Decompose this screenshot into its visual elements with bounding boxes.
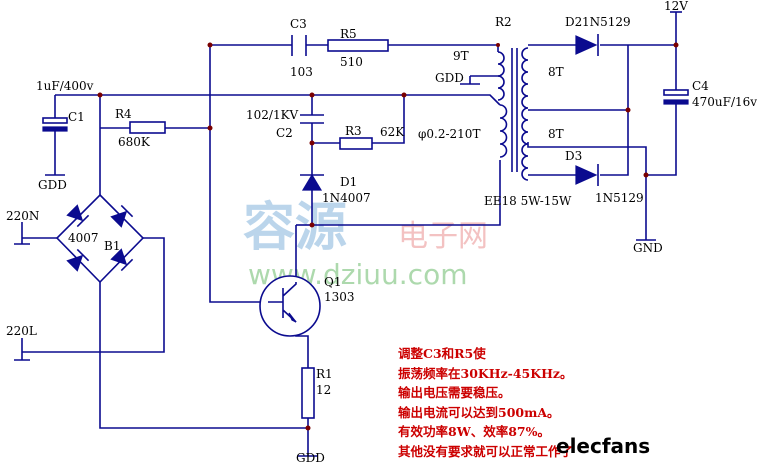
capacitor-c4 [663, 89, 689, 105]
note-line: 其他没有要求就可以正常工作了 [398, 443, 574, 459]
ac-terminals [14, 243, 30, 361]
label-r1-value: 12 [316, 383, 331, 397]
label-d2-value: 1N5129 [582, 15, 631, 29]
capacitor-c2 [300, 114, 324, 124]
label-d1: D1 [340, 175, 357, 189]
label-9t: 9T [453, 49, 469, 63]
label-c4: C4 [692, 79, 709, 93]
note-line: 调整C3和R5使 [398, 346, 486, 361]
label-r5-value: 510 [340, 55, 363, 69]
label-bridge-part: 4007 [68, 231, 99, 245]
labels: C3 103 R5 510 R2 D2 1N5129 12V 9T GDD 8T… [6, 0, 757, 465]
label-q1-value: 1303 [324, 290, 355, 304]
label-r5: R5 [340, 27, 357, 41]
note-line: 输出电流可以达到500mA。 [398, 404, 560, 420]
label-c2: C2 [276, 126, 293, 140]
capacitor-c1 [42, 117, 68, 132]
resistor-r4 [129, 121, 166, 134]
watermark-cn-big: 容源 [243, 198, 347, 258]
label-r1: R1 [316, 367, 333, 381]
label-r4: R4 [115, 107, 132, 121]
label-gnd: GND [633, 241, 663, 255]
ground-gdd-top [460, 76, 480, 85]
label-d1-value: 1N4007 [322, 191, 371, 205]
design-notes: 调整C3和R5使 振荡频率在30KHz-45KHz。 输出电压需要稳压。 输出电… [398, 344, 573, 461]
resistor-r3 [339, 137, 373, 150]
label-c4-value: 470uF/16v [692, 95, 757, 109]
label-q1: Q1 [324, 275, 341, 289]
note-line: 有效功率8W、效率87%。 [398, 424, 551, 439]
resistor-r1 [301, 367, 315, 419]
label-r3-value: 62K [380, 125, 405, 139]
label-r2: R2 [495, 15, 512, 29]
diode-d2 [575, 34, 599, 56]
label-d3: D3 [565, 149, 582, 163]
wires [21, 12, 677, 456]
label-gdd-c1: GDD [38, 178, 67, 192]
label-r4-value: 680K [118, 135, 151, 149]
diode-d3 [575, 164, 599, 186]
capacitor-c3 [291, 35, 307, 56]
label-c1-value: 1uF/400v [36, 79, 94, 93]
label-core: EE18 5W-15W [484, 194, 572, 208]
label-c3: C3 [290, 17, 307, 31]
diode-d1 [300, 173, 324, 191]
label-8t-upper: 8T [548, 65, 564, 79]
label-d3-value: 1N5129 [595, 191, 644, 205]
note-line: 输出电压需要稳压。 [398, 385, 511, 400]
label-r3: R3 [345, 124, 362, 138]
label-gdd-top: GDD [435, 71, 464, 85]
bridge-rectifier-b1 [55, 193, 145, 284]
junction-dots [97, 42, 679, 431]
label-220l: 220L [6, 324, 37, 338]
label-b1: B1 [104, 239, 120, 253]
transformer-r2 [497, 47, 529, 181]
label-d2: D2 [565, 15, 582, 29]
label-12v: 12V [664, 0, 688, 13]
label-220n: 220N [6, 209, 39, 223]
label-8t-lower: 8T [548, 127, 564, 141]
label-c1: C1 [68, 110, 85, 124]
resistor-r5 [327, 39, 389, 52]
label-c3-value: 103 [290, 65, 313, 79]
label-c2-value: 102/1KV [246, 108, 299, 122]
label-winding: φ0.2-210T [418, 127, 480, 141]
label-gdd-bottom: GDD [296, 451, 325, 465]
note-line: 振荡频率在30KHz-45KHz。 [398, 365, 573, 381]
transistor-q1 [259, 275, 321, 337]
